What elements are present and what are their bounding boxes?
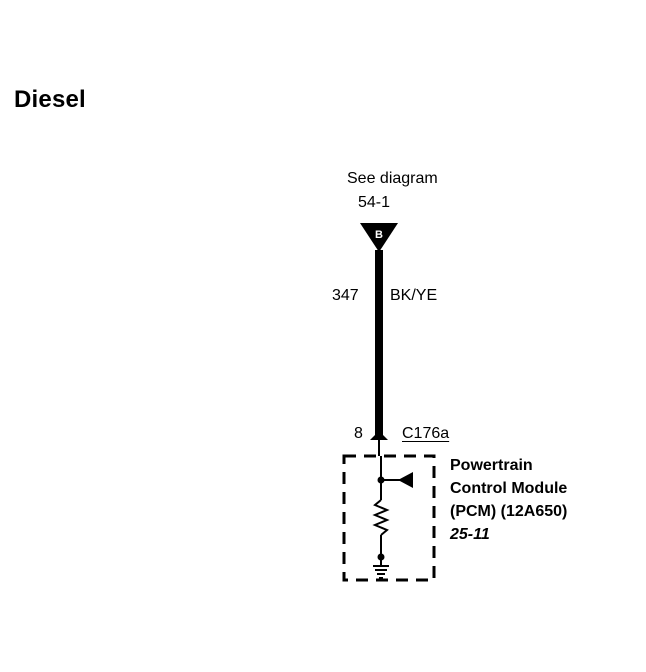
module-page-ref: 25-11: [450, 526, 490, 543]
junction-dot-top: [377, 476, 385, 484]
connector-pin: 8: [354, 425, 363, 442]
connector-id: C176a: [402, 425, 450, 442]
ground-icon: [373, 557, 389, 579]
internal-circuit: [372, 456, 406, 557]
circuit-number: 347: [332, 287, 359, 304]
diagram-title: Diesel: [14, 86, 86, 113]
module-name-line2: Control Module: [450, 480, 568, 497]
sense-input-icon: [398, 472, 413, 488]
wire-color: BK/YE: [390, 287, 438, 304]
connector-pin-icon: [370, 431, 388, 456]
module-boundary: [342, 454, 436, 582]
see-diagram-label: See diagram: [347, 170, 438, 187]
see-diagram-page: 54-1: [358, 194, 391, 211]
module-label: Powertrain Control Module (PCM) (12A650)…: [450, 454, 567, 546]
reference-marker-icon: B: [360, 223, 398, 252]
module-name-line1: Powertrain: [450, 457, 533, 474]
wire-347: [375, 250, 383, 435]
module-part-number: (PCM) (12A650): [450, 503, 568, 520]
reference-marker-letter: B: [375, 229, 383, 241]
